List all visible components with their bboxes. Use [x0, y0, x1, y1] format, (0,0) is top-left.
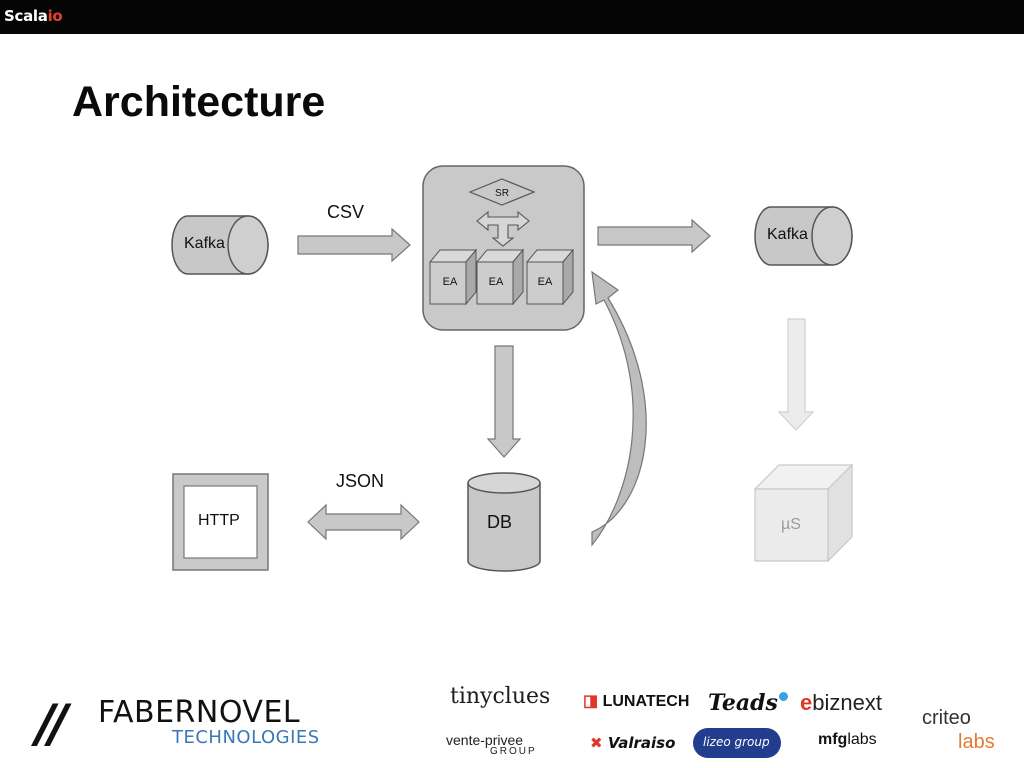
ebiznext-logo: ebiznext: [800, 692, 882, 714]
lunatech-mark: ◨: [583, 693, 599, 710]
csv-arrow: [297, 227, 411, 263]
top-bar: Scalaio: [0, 0, 1024, 34]
kafka-input-node: Kafka: [171, 215, 269, 275]
teads-text: Teads: [708, 690, 778, 716]
ea-label-3: EA: [538, 276, 553, 288]
schema-registry-node: SR: [468, 178, 536, 206]
mfg-rest: labs: [847, 731, 877, 748]
valraiso-logo: ✖ Valraiso: [590, 736, 675, 751]
vente-privee-logo: vente-privee: [446, 732, 524, 748]
kafka-output-label: Kafka: [767, 226, 808, 243]
ebiznext-rest: biznext: [812, 690, 882, 715]
microservice-label: µS: [781, 516, 801, 533]
feedback-arrow: [591, 270, 647, 547]
mfg-bold: mfg: [818, 731, 848, 748]
ea-label-2: EA: [489, 276, 504, 288]
page-title: Architecture: [72, 78, 326, 126]
microservice-node: µS: [753, 463, 854, 563]
teads-dot-icon: [778, 692, 788, 701]
processing-container: SR EA EA EA: [422, 165, 585, 331]
ea-node-3: EA: [525, 248, 575, 306]
kafka-output-node: Kafka: [754, 206, 853, 266]
lunatech-logo: ◨ LUNATECH: [583, 694, 689, 710]
distribution-arrow: [476, 210, 530, 247]
fabernovel-logo: // FABERNOVEL TECHNOLOGIES: [36, 694, 326, 754]
ea-node-1: EA: [428, 248, 478, 306]
criteo-logo: criteo: [922, 707, 971, 729]
db-arrow: [486, 345, 522, 458]
mfg-labs-logo: mfglabs: [818, 732, 877, 748]
ea-label-1: EA: [443, 276, 458, 288]
output-arrow: [597, 218, 711, 254]
ebiznext-e: e: [800, 690, 813, 715]
vente-privee-group: GROUP: [490, 746, 537, 757]
db-label: DB: [487, 512, 512, 532]
fabernovel-slashes: //: [36, 694, 68, 754]
json-arrow: [307, 503, 420, 541]
teads-logo: Teads: [708, 692, 788, 714]
schema-registry-label: SR: [495, 188, 509, 199]
microservice-arrow: [777, 318, 815, 431]
lunatech-text: LUNATECH: [602, 693, 690, 710]
db-node: DB: [467, 472, 541, 572]
valraiso-mark: ✖: [590, 734, 603, 752]
csv-label: CSV: [327, 202, 364, 222]
fabernovel-name: FABERNOVEL: [98, 695, 301, 730]
brand-accent: io: [47, 7, 63, 25]
fabernovel-sub: TECHNOLOGIES: [172, 727, 320, 748]
brand-main: Scala: [4, 7, 48, 25]
http-node: HTTP: [172, 473, 269, 571]
lizeo-logo: lizeo group: [693, 728, 781, 758]
scalaio-logo: Scalaio: [4, 7, 63, 25]
criteo-labs-logo: labs: [958, 731, 995, 753]
http-label: HTTP: [198, 512, 240, 529]
ea-node-2: EA: [475, 248, 525, 306]
valraiso-text: Valraiso: [607, 734, 676, 752]
json-label: JSON: [336, 471, 384, 491]
kafka-input-label: Kafka: [184, 235, 225, 252]
tinyclues-logo: tinyclues: [450, 684, 551, 709]
